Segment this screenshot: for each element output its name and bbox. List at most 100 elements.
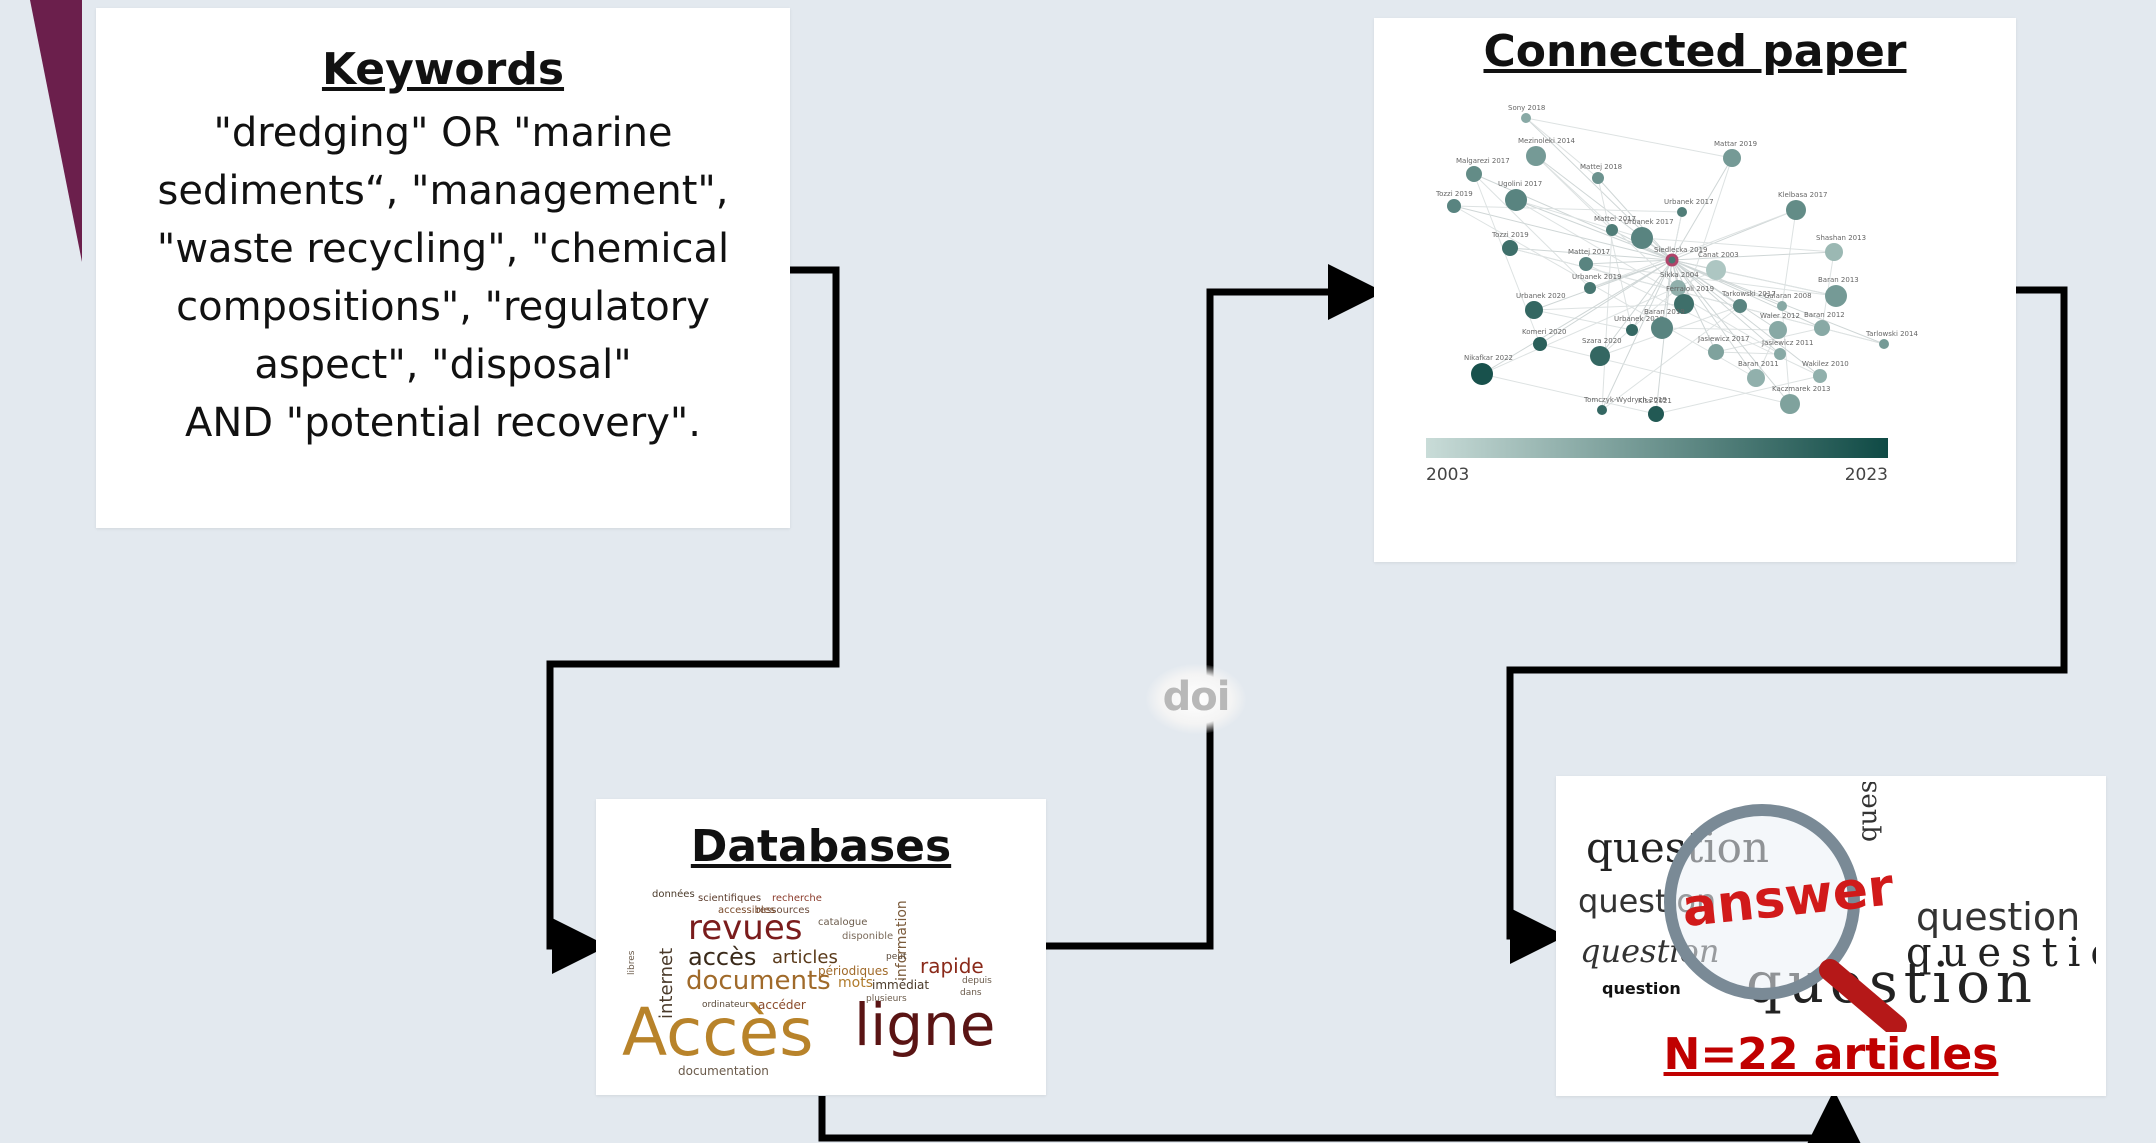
graph-node-label: Mattar 2019 [1714, 140, 1757, 148]
graph-edge [1453, 205, 1757, 379]
keywords-line: AND "potential recovery". [185, 400, 701, 446]
qa-word: question [1916, 895, 2080, 939]
wordcloud-word: depuis [962, 976, 992, 986]
graph-edge [1515, 199, 1673, 261]
keywords-line: sediments“, "management", [157, 168, 729, 214]
graph-node-label: Tozzi 2019 [1435, 190, 1473, 198]
graph-node [1606, 224, 1618, 236]
doi-badge: doi [1146, 664, 1246, 734]
wordcloud-word: articles [772, 947, 838, 968]
graph-node [1723, 149, 1741, 167]
graph-node [1471, 363, 1493, 385]
graph-node [1525, 301, 1543, 319]
graph-node [1631, 227, 1653, 249]
graph-edge [1661, 327, 1779, 331]
wordcloud-word: plusieurs [866, 994, 907, 1004]
magnifier-icon: answer [1664, 804, 1907, 1032]
graph-node [1813, 369, 1827, 383]
wordcloud-word: données [652, 888, 695, 900]
wordcloud-word: catalogue [818, 917, 867, 928]
graph-node [1786, 200, 1806, 220]
graph-node [1677, 207, 1687, 217]
graph-edge [1597, 177, 1673, 261]
graph-node-label: Urbanek 2019 [1572, 273, 1622, 281]
graph-node-label: Malgarezi 2017 [1456, 157, 1510, 165]
graph-edge [1599, 287, 1679, 357]
graph-node-label: Urbanek 2017 [1664, 198, 1714, 206]
wordcloud-word: Accès [622, 994, 814, 1071]
graph-node [1825, 243, 1843, 261]
graph-edge [1641, 237, 1835, 253]
graph-edge [1601, 305, 1741, 411]
graph-edge [1515, 199, 1781, 355]
wordcloud-word: ordinateur [702, 1000, 749, 1010]
graph-edge [1671, 259, 1791, 405]
wordcloud-word: documents [686, 966, 831, 996]
wordcloud-word: scientifiques [698, 893, 761, 904]
connected-paper-title: Connected paper [1483, 26, 1907, 77]
qa-word: question [1602, 979, 1681, 998]
graph-node-label: Kiss 2021 [1638, 397, 1672, 405]
graph-node-label: Ugolini 2017 [1498, 180, 1542, 188]
databases-box: Databases Accès ligne revues accès artic… [596, 799, 1046, 1095]
wordcloud-word: mots [838, 975, 873, 991]
graph-edge [1481, 373, 1657, 415]
keywords-title: Keywords [321, 44, 565, 95]
year-scale-min: 2003 [1426, 465, 1469, 485]
graph-edge [1781, 209, 1797, 307]
graph-node [1780, 394, 1800, 414]
graph-node-label: Siedlecka 2019 [1654, 246, 1708, 254]
graph-edge [1539, 259, 1673, 345]
wordcloud-word: dans [960, 988, 982, 998]
graph-edge [1453, 205, 1683, 213]
graph-node-label: Jasiewicz 2017 [1697, 335, 1750, 343]
keywords-line: "dredging" OR "marine [213, 110, 673, 156]
graph-node-label: Sony 2018 [1508, 104, 1545, 112]
doi-label: doi [1162, 674, 1231, 720]
article-count: N=22 articles [1663, 1029, 1999, 1080]
graph-node-label: Tarlowski 2014 [1865, 330, 1918, 338]
results-box: question question question question ques… [1556, 776, 2106, 1096]
graph-node [1505, 189, 1527, 211]
keywords-line: aspect", "disposal" [254, 342, 632, 388]
wordcloud-word: recherche [772, 893, 822, 904]
graph-node-label: Jasiewicz 2011 [1761, 339, 1814, 347]
graph-node [1626, 324, 1638, 336]
graph-node [1533, 337, 1547, 351]
graph-node [1774, 348, 1786, 360]
graph-node-label: Baran 2011 [1738, 360, 1779, 368]
graph-node [1526, 146, 1546, 166]
wordcloud-word: ligne [854, 991, 996, 1059]
graph-node [1879, 339, 1889, 349]
graph-node-label: Tozzi 2019 [1491, 231, 1529, 239]
graph-edge [1683, 157, 1733, 305]
wordcloud-word: rapide [920, 954, 984, 978]
graph-edge [1481, 259, 1673, 375]
wordcloud-word: accéder [758, 998, 806, 1012]
graph-node-label: Tomczyk-Wydrych 2019 [1583, 396, 1667, 404]
graph-node-label: Baran 2019 [1644, 308, 1685, 316]
graph-node-label: Waler 2012 [1760, 312, 1800, 320]
graph-node [1584, 282, 1596, 294]
graph-edge [1589, 209, 1797, 289]
qa-word: question [1853, 782, 1883, 842]
graph-node [1447, 199, 1461, 213]
graph-edge [1525, 117, 1599, 179]
graph-node-label: Klelbasa 2017 [1778, 191, 1828, 199]
graph-edge [1671, 259, 1779, 331]
graph-node [1769, 321, 1787, 339]
graph-edge [1715, 269, 1837, 297]
graph-node-label: Wakilez 2010 [1802, 360, 1849, 368]
graph-edge [1601, 229, 1613, 411]
graph-edge [1715, 327, 1823, 353]
graph-node-label: Baran 2012 [1804, 311, 1845, 319]
graph-node-label: Mattei 2017 [1594, 215, 1636, 223]
graph-node [1590, 346, 1610, 366]
graph-edge [1473, 173, 1591, 289]
graph-edge [1599, 259, 1673, 357]
graph-node [1579, 257, 1593, 271]
wordcloud-word: revues [688, 908, 802, 948]
graph-node [1502, 240, 1518, 256]
databases-title: Databases [690, 821, 952, 872]
